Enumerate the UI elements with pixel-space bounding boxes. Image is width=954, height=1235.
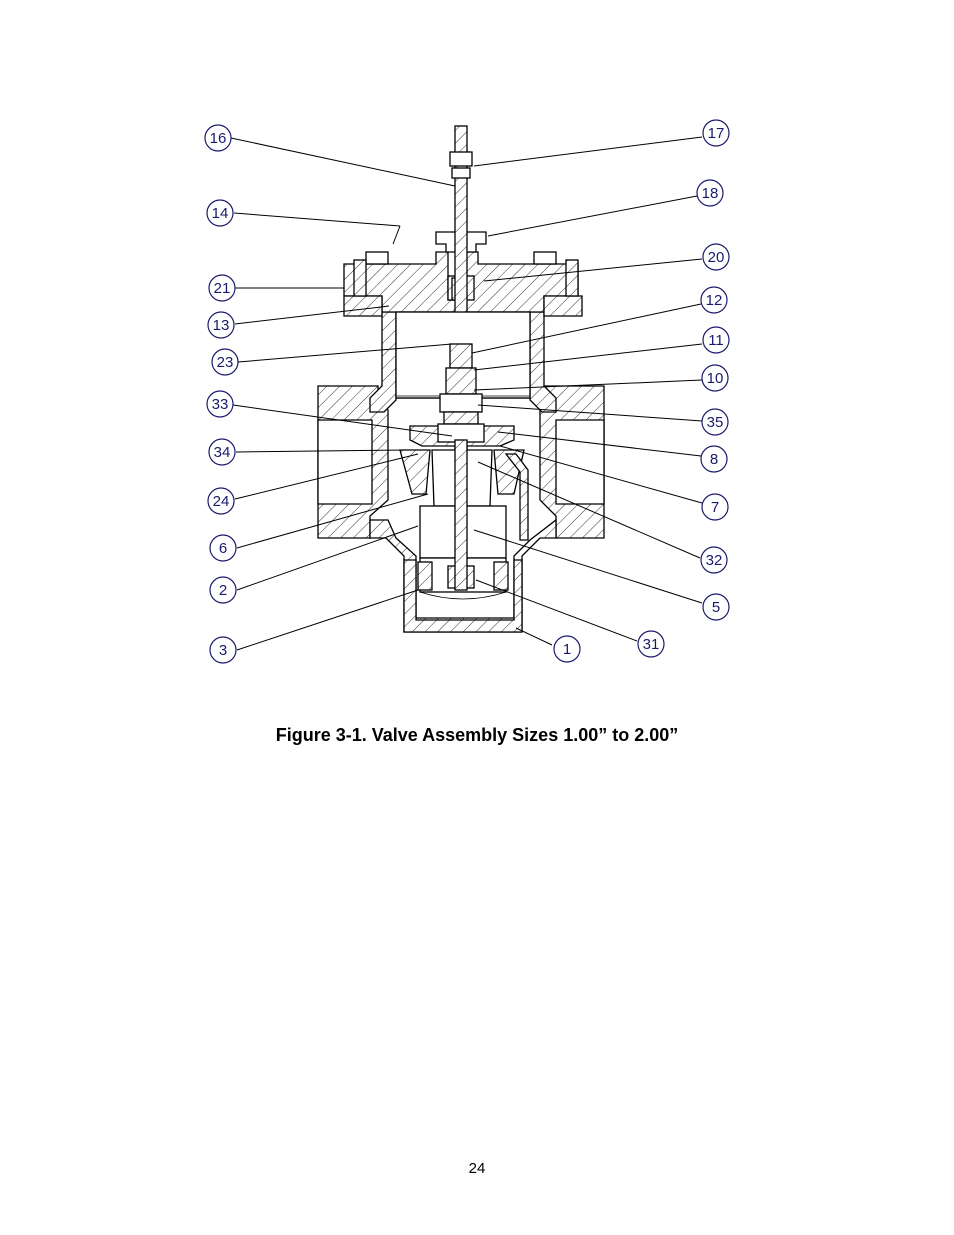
svg-text:8: 8 xyxy=(710,451,718,468)
callout-10: 10 xyxy=(701,364,729,392)
svg-text:12: 12 xyxy=(706,292,723,309)
svg-text:11: 11 xyxy=(708,332,724,349)
svg-text:21: 21 xyxy=(214,280,231,297)
svg-text:18: 18 xyxy=(702,185,719,202)
svg-text:24: 24 xyxy=(213,493,230,510)
svg-text:10: 10 xyxy=(707,370,724,387)
page-number: 24 xyxy=(468,1160,486,1177)
callout-14: 14 xyxy=(206,199,234,227)
svg-text:6: 6 xyxy=(219,540,227,557)
callout-7: 7 xyxy=(701,493,729,521)
svg-text:32: 32 xyxy=(706,552,723,569)
svg-text:31: 31 xyxy=(643,636,660,653)
callout-20: 20 xyxy=(702,243,730,271)
callout-13: 13 xyxy=(207,311,235,339)
callout-1: 1 xyxy=(553,635,581,663)
callout-23: 23 xyxy=(211,348,239,376)
callout-21: 21 xyxy=(208,274,236,302)
callout-3: 3 xyxy=(209,636,237,664)
callout-8: 8 xyxy=(700,445,728,473)
callout-11: 11 xyxy=(702,326,730,354)
svg-text:17: 17 xyxy=(708,125,725,142)
svg-text:16: 16 xyxy=(210,130,227,147)
svg-text:5: 5 xyxy=(712,599,720,616)
callout-34: 34 xyxy=(208,438,236,466)
svg-text:33: 33 xyxy=(212,396,229,413)
svg-text:23: 23 xyxy=(217,354,234,371)
callout-35: 35 xyxy=(701,408,729,436)
callout-16: 16 xyxy=(204,124,232,152)
callout-12: 12 xyxy=(700,286,728,314)
valve-assembly-figure: 16 17 14 18 20 21 12 13 11 23 10 33 xyxy=(204,119,730,664)
callout-6: 6 xyxy=(209,534,237,562)
callout-24: 24 xyxy=(207,487,235,515)
callout-2: 2 xyxy=(209,576,237,604)
svg-text:7: 7 xyxy=(711,499,719,516)
callout-31: 31 xyxy=(637,630,665,658)
svg-text:34: 34 xyxy=(214,444,231,461)
callout-5: 5 xyxy=(702,593,730,621)
callout-33: 33 xyxy=(206,390,234,418)
callout-32: 32 xyxy=(700,546,728,574)
svg-text:35: 35 xyxy=(707,414,724,431)
figure-caption: Figure 3-1. Valve Assembly Sizes 1.00” t… xyxy=(275,725,679,745)
svg-text:14: 14 xyxy=(212,205,229,222)
svg-text:13: 13 xyxy=(213,317,230,334)
svg-text:3: 3 xyxy=(219,642,227,659)
callout-18: 18 xyxy=(696,179,724,207)
leader-lines xyxy=(230,136,703,651)
svg-text:1: 1 xyxy=(563,641,571,658)
svg-text:20: 20 xyxy=(708,249,725,266)
callout-17: 17 xyxy=(702,119,730,147)
svg-text:2: 2 xyxy=(219,582,227,599)
valve-drawing xyxy=(317,125,605,633)
